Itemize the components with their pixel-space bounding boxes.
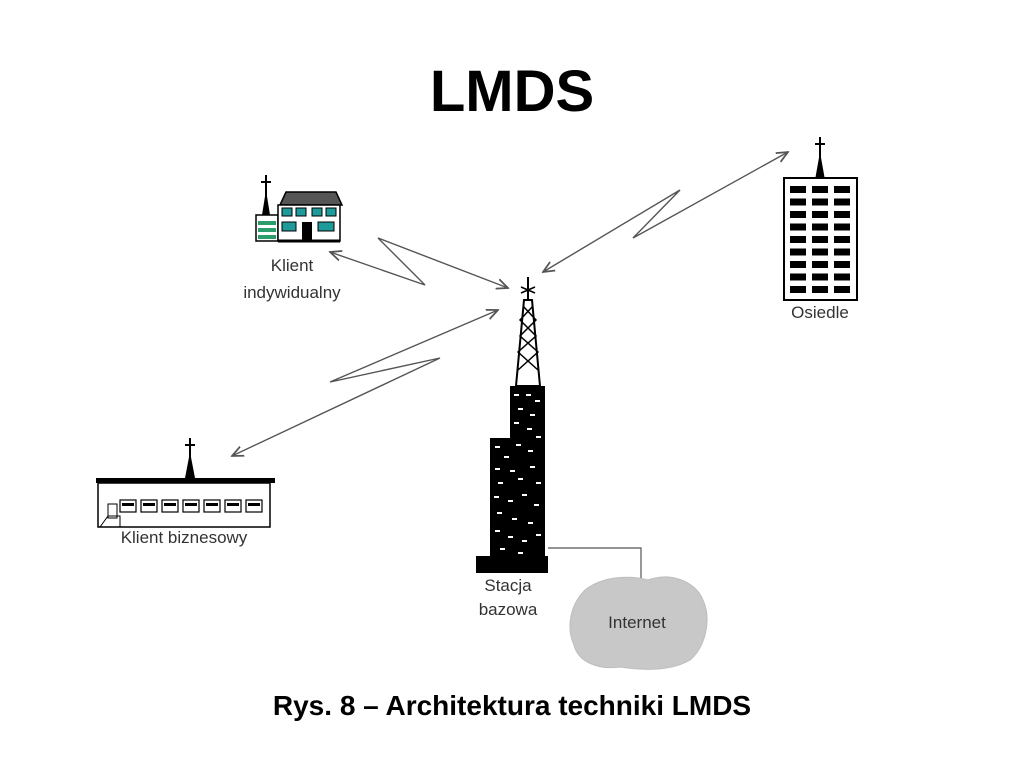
window [834, 186, 850, 193]
window [495, 530, 500, 532]
window [534, 504, 539, 506]
house-icon [255, 175, 344, 243]
window [834, 261, 850, 268]
figure-caption: Rys. 8 – Architektura techniki LMDS [272, 690, 752, 721]
window [185, 503, 197, 506]
window [812, 273, 828, 281]
page-title: LMDS [429, 59, 595, 124]
window [790, 248, 806, 256]
window [536, 534, 541, 536]
window [536, 436, 541, 438]
individual-client-label-2: indywidualny [243, 283, 341, 302]
window [528, 522, 533, 524]
base-station-tower-icon [476, 277, 548, 573]
window [790, 236, 806, 243]
window [812, 186, 828, 193]
window [812, 198, 828, 206]
window [516, 444, 521, 446]
window [164, 503, 176, 506]
window [497, 512, 502, 514]
base-station-label-2: bazowa [479, 600, 538, 619]
window [504, 456, 509, 458]
window [518, 408, 523, 410]
window [790, 223, 806, 231]
window [834, 248, 850, 256]
window [834, 211, 850, 218]
window [834, 273, 850, 281]
apartment-building-icon [783, 137, 858, 301]
window [530, 466, 535, 468]
window [522, 540, 527, 542]
window [834, 286, 850, 293]
window [494, 496, 499, 498]
individual-client-label-1: Klient [271, 256, 314, 275]
link-estate [543, 152, 788, 272]
window [495, 446, 500, 448]
window [790, 261, 806, 268]
window [514, 394, 519, 396]
window [206, 503, 218, 506]
window [522, 494, 527, 496]
window [508, 536, 513, 538]
window [143, 503, 155, 506]
window [812, 211, 828, 218]
window [812, 261, 828, 268]
link-individual-client [330, 237, 508, 288]
link-business-client [232, 310, 498, 456]
window [834, 236, 850, 243]
window [834, 198, 850, 206]
window [518, 552, 523, 554]
window [500, 548, 505, 550]
office-building-icon [96, 438, 275, 528]
wired-link-internet [548, 547, 642, 580]
window [527, 428, 532, 430]
window [812, 286, 828, 293]
window [495, 468, 500, 470]
window [530, 414, 535, 416]
window [790, 198, 806, 206]
window [518, 478, 523, 480]
window [790, 211, 806, 218]
window [834, 223, 850, 231]
estate-label: Osiedle [791, 303, 849, 322]
window [812, 223, 828, 231]
window [812, 248, 828, 256]
window [535, 400, 540, 402]
window [790, 186, 806, 193]
window [227, 503, 239, 506]
window [526, 394, 531, 396]
window [790, 286, 806, 293]
base-station-label-1: Stacja [484, 576, 532, 595]
window [812, 236, 828, 243]
window [498, 482, 503, 484]
window [510, 470, 515, 472]
window [248, 503, 260, 506]
window [528, 450, 533, 452]
window [514, 422, 519, 424]
window [536, 482, 541, 484]
internet-label: Internet [608, 613, 666, 632]
internet-cloud-icon [569, 576, 708, 670]
window [122, 503, 134, 506]
window [508, 500, 513, 502]
window [512, 518, 517, 520]
business-client-label: Klient biznesowy [121, 528, 248, 547]
window [790, 273, 806, 281]
